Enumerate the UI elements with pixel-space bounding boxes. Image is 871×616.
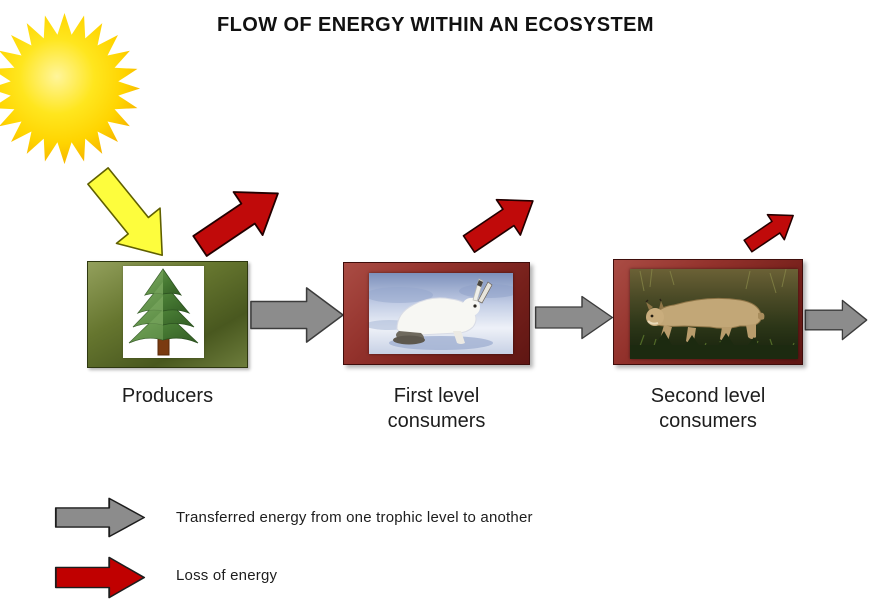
pine-tree-icon [128,268,199,356]
transfer-arrow-first-to-second [534,295,614,340]
page-title: FLOW OF ENERGY WITHIN AN ECOSYSTEM [217,14,654,36]
producers-box [87,261,248,368]
sun-icon [0,12,141,165]
lynx-photo [630,269,798,359]
transfer-arrow-producers-to-first [250,287,344,343]
snowshoe-hare-photo [369,273,513,354]
first-level-consumers-label: First level consumers [333,384,540,434]
sunlight-arrow [87,167,163,257]
legend-loss-arrow-icon [54,556,146,599]
legend-loss-label: Loss of energy [176,567,278,584]
loss-arrow-first-level [462,198,534,253]
first-level-label-line2: consumers [387,410,486,432]
second-level-label-line1: Second level [650,385,766,407]
producers-label-line1: Producers [121,385,214,407]
legend-transfer-label: Transferred energy from one trophic leve… [176,509,533,526]
loss-arrow-second-level [743,213,794,253]
first-level-label-line1: First level [393,385,480,407]
transfer-arrow-out [804,299,868,341]
first-level-consumers-box [343,262,530,365]
pine-tree-illustration [123,266,204,358]
loss-arrow-producers [192,191,279,257]
legend-transfer-arrow-icon [54,497,146,538]
producers-label: Producers [87,384,248,409]
second-level-consumers-box [613,259,803,365]
second-level-label-line2: consumers [659,410,757,432]
second-level-consumers-label: Second level consumers [603,384,813,434]
